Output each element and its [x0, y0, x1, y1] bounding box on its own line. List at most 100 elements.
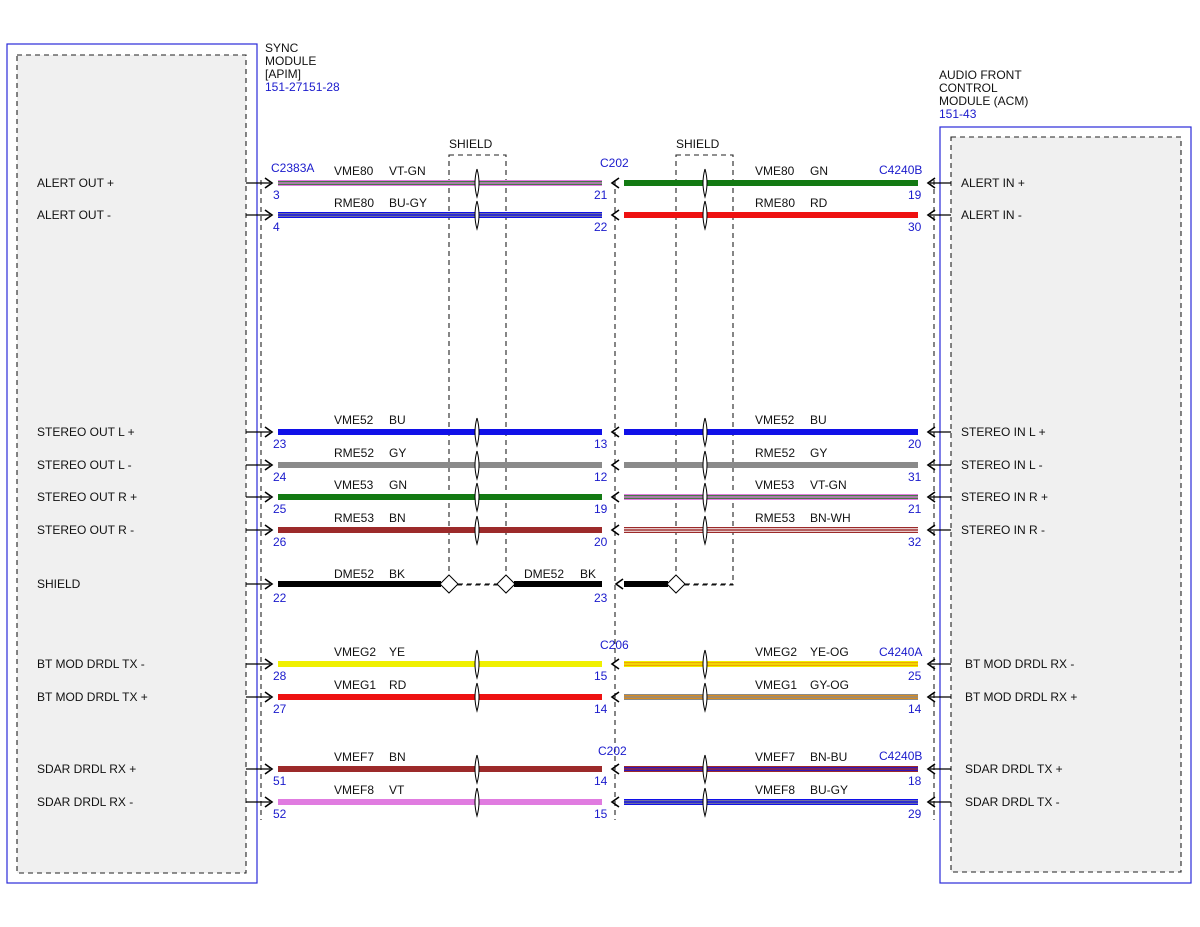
left-pin-number: 26 [273, 535, 287, 549]
mid-arrow [610, 658, 620, 670]
left-arrow [264, 459, 274, 471]
left-circuit-label: VMEG1 [334, 678, 376, 692]
right-pin-number: 31 [908, 470, 922, 484]
right-arrow [926, 691, 936, 703]
shield-drain-diamond [666, 574, 686, 594]
right-module-title-2: CONTROL [939, 81, 998, 95]
mid-arrow [610, 426, 620, 438]
connector-c4240b-bottom: C4240B [879, 749, 922, 763]
right-circuit-label: VME53 [755, 478, 795, 492]
twist-marker [702, 200, 708, 231]
right-wire-color: BN-BU [810, 750, 847, 764]
connector-c4240a: C4240A [879, 645, 922, 659]
left-arrow [264, 658, 274, 670]
left-module-title-2: MODULE [265, 54, 316, 68]
right-circuit-label: VMEF7 [755, 750, 795, 764]
twist-marker [702, 649, 708, 680]
right-pin-number: 21 [908, 502, 922, 516]
left-circuit-label: DME52 [334, 567, 374, 581]
mid-pin-number: 19 [594, 502, 608, 516]
left-pin-number: 27 [273, 702, 287, 716]
left-arrow [264, 524, 274, 536]
left-circuit-label: VMEF7 [334, 750, 374, 764]
left-circuit-label: VME80 [334, 164, 374, 178]
twist-marker [702, 482, 708, 513]
right-pin-number: 14 [908, 702, 922, 716]
left-wire-color: VT-GN [389, 164, 426, 178]
mid-pin-number: 20 [594, 535, 608, 549]
left-pin-number: 28 [273, 669, 287, 683]
right-pin-label: SDAR DRDL TX + [965, 762, 1063, 776]
right-arrow [926, 209, 936, 221]
left-arrow [264, 177, 274, 189]
left-pin-number: 51 [273, 774, 287, 788]
right-module-outline [939, 126, 1192, 884]
right-wire-color: BN-WH [810, 511, 851, 525]
left-pin-number: 52 [273, 807, 287, 821]
right-circuit-label: VME52 [755, 413, 795, 427]
twist-marker [474, 787, 480, 818]
right-circuit-label: DME52 [524, 567, 564, 581]
left-module-body [16, 54, 247, 874]
right-module-ref: 151-43 [939, 107, 977, 121]
right-pin-label: STEREO IN L - [961, 458, 1043, 472]
left-wire-color: GY [389, 446, 406, 460]
left-wire-color: GN [389, 478, 407, 492]
twist-marker [702, 417, 708, 448]
left-module-title-3: [APIM] [265, 67, 301, 81]
left-circuit-label: VME53 [334, 478, 374, 492]
right-arrow [926, 658, 936, 670]
right-pin-number: 18 [908, 774, 922, 788]
left-circuit-label: VME52 [334, 413, 374, 427]
twist-marker [702, 450, 708, 481]
left-arrow [264, 491, 274, 503]
right-arrow [926, 524, 936, 536]
mid-arrow [610, 796, 620, 808]
right-circuit-label: VMEG2 [755, 645, 797, 659]
right-pin-label: STEREO IN R + [961, 490, 1048, 504]
right-wire-color: RD [810, 196, 828, 210]
mid-pin-number: 15 [594, 669, 608, 683]
twist-marker [702, 754, 708, 785]
left-wire-color: BU [389, 413, 406, 427]
mid-pin-number: 15 [594, 807, 608, 821]
connector-c206: C206 [600, 638, 629, 652]
right-arrow [926, 796, 936, 808]
shield-drain-diamond [496, 574, 516, 594]
left-pin-number: 24 [273, 470, 287, 484]
twist-marker [702, 787, 708, 818]
right-module-body [950, 136, 1182, 873]
mid-pin-number: 21 [594, 188, 608, 202]
shield-right-box [675, 154, 734, 586]
left-arrow [264, 578, 274, 590]
connector-c2383a: C2383A [271, 161, 314, 175]
left-pin-number: 3 [273, 188, 280, 202]
twist-marker [474, 649, 480, 680]
mid-arrow [614, 578, 624, 590]
right-pin-number: 32 [908, 535, 922, 549]
mid-pin-number: 22 [594, 220, 608, 234]
left-arrow [264, 209, 274, 221]
right-pin-number: 25 [908, 669, 922, 683]
mid-pin-number: 23 [594, 591, 608, 605]
left-pin-label: ALERT OUT + [37, 176, 114, 190]
right-pin-number: 20 [908, 437, 922, 451]
mid-arrow [610, 177, 620, 189]
left-arrow [264, 691, 274, 703]
left-wire-color: YE [389, 645, 405, 659]
left-pin-label: STEREO OUT L + [37, 425, 135, 439]
right-wire-color: GY-OG [810, 678, 849, 692]
twist-marker [474, 200, 480, 231]
left-wire-color: BU-GY [389, 196, 427, 210]
connector-c202-bottom: C202 [598, 744, 627, 758]
shield-left-box [448, 154, 507, 586]
left-pin-label: STEREO OUT L - [37, 458, 132, 472]
left-pin-label: BT MOD DRDL TX + [37, 690, 148, 704]
left-circuit-label: VMEG2 [334, 645, 376, 659]
right-pin-label: ALERT IN - [961, 208, 1022, 222]
right-module-title-3: MODULE (ACM) [939, 94, 1028, 108]
left-circuit-label: RME53 [334, 511, 374, 525]
left-circuit-label: VMEF8 [334, 783, 374, 797]
twist-marker [702, 168, 708, 199]
